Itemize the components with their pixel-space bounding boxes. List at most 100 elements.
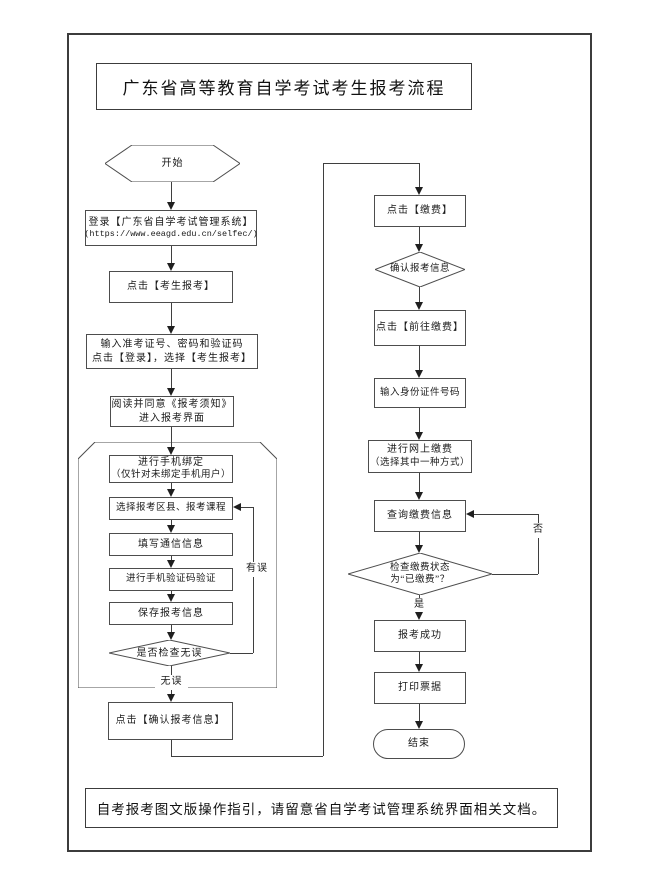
online-payment-line2: （选择其中一种方式） <box>369 457 470 468</box>
connector-line <box>171 591 172 596</box>
read-notice-line1: 阅读并同意《报考须知》 <box>111 399 233 410</box>
flowchart-title-box: 广东省高等教育自学考试考生报考流程 <box>96 63 472 110</box>
arrow-down-icon <box>415 545 423 553</box>
click-candidate-register-box: 点击【考生报考】 <box>109 271 233 303</box>
click-pay-label: 点击【缴费】 <box>387 205 453 217</box>
enter-credentials-line2: 点击【登录】，选择【考生报考】 <box>92 352 252 364</box>
arrow-left-icon <box>466 510 474 518</box>
click-candidate-register-label: 点击【考生报考】 <box>127 281 215 293</box>
arrow-down-icon <box>415 721 423 729</box>
register-success-box: 报考成功 <box>374 620 466 652</box>
query-payment-label: 查询缴费信息 <box>387 510 453 522</box>
arrow-down-icon <box>167 594 175 602</box>
connector-line <box>171 369 172 389</box>
arrow-down-icon <box>415 664 423 672</box>
click-confirm-info-box: 点击【确认报考信息】 <box>108 702 233 740</box>
arrow-down-icon <box>167 525 175 533</box>
connector-line <box>171 756 323 757</box>
enter-id-number-box: 输入身份证件号码 <box>374 378 466 408</box>
connector-line <box>419 704 420 722</box>
arrow-down-icon <box>415 492 423 500</box>
save-info-label: 保存报考信息 <box>138 607 204 619</box>
check-correct-decision: 是否检查无误 <box>109 640 230 666</box>
arrow-down-icon <box>415 370 423 378</box>
payment-status-decision: 检查缴费状态 为“已缴费”？ <box>348 553 492 595</box>
page-border <box>67 33 592 852</box>
confirm-info-decision: 确认报考信息 <box>375 252 465 287</box>
connector-line <box>419 287 420 303</box>
connector-line <box>230 653 253 654</box>
connector-line <box>253 507 254 653</box>
connector-line <box>419 473 420 493</box>
login-system-url: (https://www.eeagd.edu.cn/selfec/) <box>84 229 258 240</box>
connector-line <box>419 532 420 546</box>
connector-line <box>241 507 253 508</box>
connector-line <box>171 483 172 491</box>
print-receipt-box: 打印票据 <box>374 672 466 704</box>
arrow-down-icon <box>167 489 175 497</box>
phone-binding-box: 进行手机绑定 （仅针对未绑定手机用户） <box>109 455 233 483</box>
arrow-down-icon <box>167 263 175 271</box>
arrow-down-icon <box>167 694 175 702</box>
select-district-course-label: 选择报考区县、报考课程 <box>115 503 226 514</box>
arrow-down-icon <box>167 202 175 210</box>
page-title: 广东省高等教育自学考试考生报考流程 <box>122 79 446 98</box>
branch-label-yes: 是 <box>412 598 427 612</box>
arrow-down-icon <box>167 447 175 455</box>
connector-line <box>171 740 172 756</box>
arrow-down-icon <box>415 432 423 440</box>
click-goto-pay-label: 点击【前往缴费】 <box>376 322 464 334</box>
select-district-course-box: 选择报考区县、报考课程 <box>109 497 233 520</box>
enter-credentials-line1: 输入准考证号、密码和验证码 <box>100 339 244 350</box>
connector-line <box>171 520 172 527</box>
register-success-label: 报考成功 <box>398 630 442 642</box>
connector-line <box>171 556 172 562</box>
end-terminator: 结束 <box>373 729 465 759</box>
save-info-box: 保存报考信息 <box>109 602 233 625</box>
online-payment-box: 进行网上缴费 （选择其中一种方式） <box>368 440 472 473</box>
connector-line <box>492 574 538 575</box>
branch-label-no: 否 <box>531 523 546 538</box>
connector-line <box>419 163 420 188</box>
arrow-down-icon <box>167 326 175 334</box>
login-system-label: 登录【广东省自学考试管理系统】 <box>88 216 254 228</box>
enter-id-number-label: 输入身份证件号码 <box>379 387 460 398</box>
connector-line <box>171 625 172 634</box>
arrow-down-icon <box>167 632 175 640</box>
connector-line <box>419 652 420 665</box>
phone-binding-line2: （仅针对未绑定手机用户） <box>110 470 231 481</box>
connector-line <box>171 246 172 264</box>
connector-line <box>474 514 538 515</box>
check-correct-label: 是否检查无误 <box>136 647 203 659</box>
login-system-box: 登录【广东省自学考试管理系统】 (https://www.eeagd.edu.c… <box>84 210 258 246</box>
connector-line <box>171 303 172 327</box>
branch-label-correct: 无误 <box>155 675 188 690</box>
fill-comm-info-box: 填写通信信息 <box>109 533 233 556</box>
connector-line <box>323 163 324 756</box>
sms-verification-label: 进行手机验证码验证 <box>125 574 216 585</box>
arrow-down-icon <box>415 612 423 620</box>
read-notice-line2: 进入报考界面 <box>139 412 205 424</box>
connector-line <box>171 182 172 203</box>
print-receipt-label: 打印票据 <box>398 682 442 694</box>
branch-label-error: 有误 <box>243 562 271 577</box>
payment-status-line1: 检查缴费状态 <box>389 562 450 573</box>
connector-line <box>171 427 172 448</box>
query-payment-box: 查询缴费信息 <box>374 500 466 532</box>
arrow-down-icon <box>415 302 423 310</box>
connector-line <box>419 408 420 433</box>
read-notice-box: 阅读并同意《报考须知》 进入报考界面 <box>110 396 234 427</box>
arrow-left-icon <box>233 503 241 511</box>
click-confirm-info-label: 点击【确认报考信息】 <box>115 715 226 727</box>
start-terminator: 开始 <box>105 145 240 182</box>
online-payment-line1: 进行网上缴费 <box>387 444 453 456</box>
end-label: 结束 <box>408 738 430 750</box>
arrow-down-icon <box>415 187 423 195</box>
connector-line <box>538 514 539 574</box>
click-pay-box: 点击【缴费】 <box>374 195 466 227</box>
start-label: 开始 <box>161 158 184 169</box>
connector-line <box>323 163 420 164</box>
arrow-down-icon <box>415 244 423 252</box>
sms-verification-box: 进行手机验证码验证 <box>109 568 233 591</box>
